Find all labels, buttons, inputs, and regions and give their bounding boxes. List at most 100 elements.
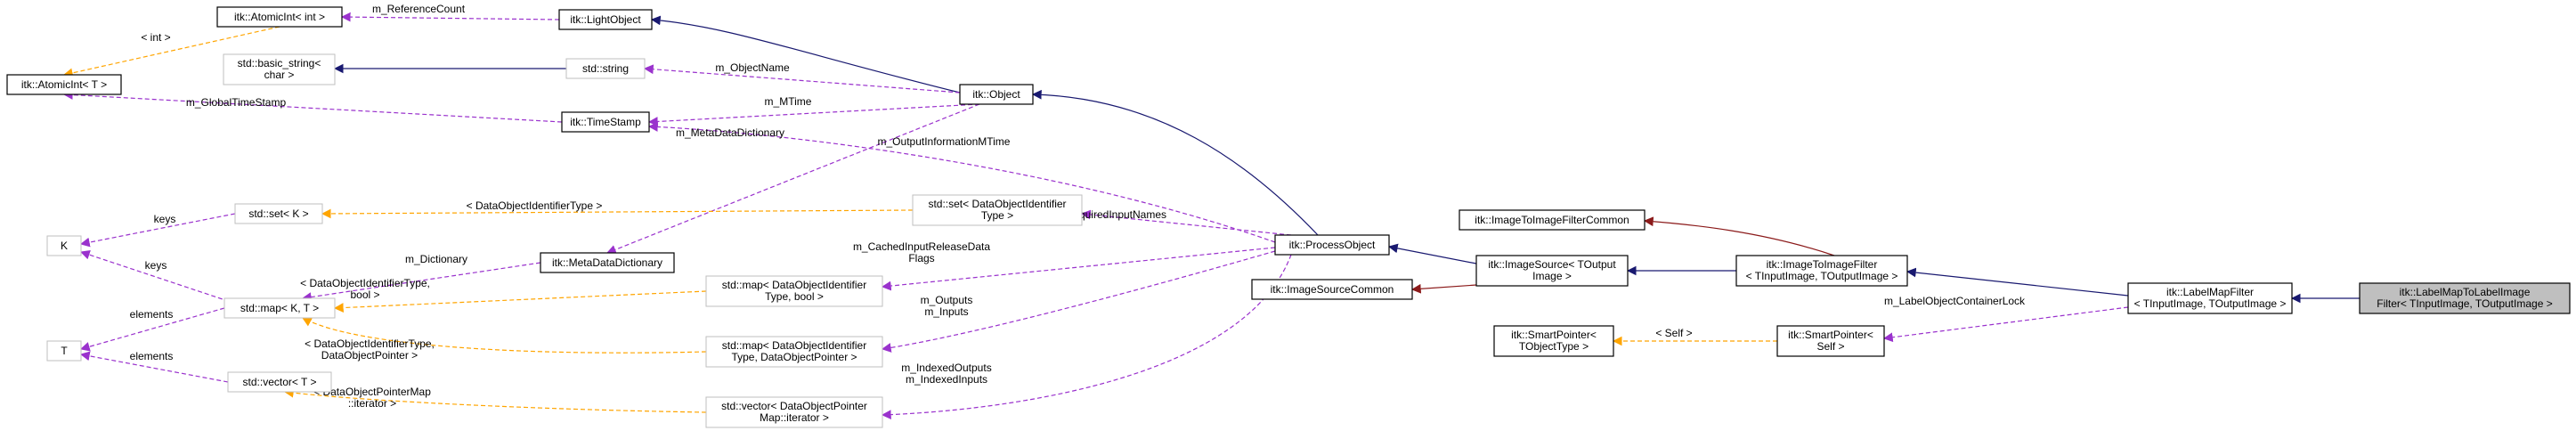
m-meta-data-dictionary-edge: [605, 103, 980, 255]
edge-label-line: m_Inputs: [924, 305, 968, 318]
meta-dict-node[interactable]: itk::MetaDataDictionary: [540, 252, 675, 273]
label-map-filter-node[interactable]: itk::LabelMapFilter< TInputImage, TOutpu…: [2127, 282, 2293, 314]
edge-line: [79, 351, 229, 383]
m-outputs-inputs-edge: [881, 250, 1276, 353]
node-box: [705, 275, 883, 307]
node-label-line: itk::SmartPointer<: [1511, 329, 1597, 341]
edge-label-line: m_IndexedInputs: [906, 373, 987, 386]
basic-string-node[interactable]: std::basic_string<char >: [223, 53, 336, 85]
m-dictionary-edge: [301, 262, 541, 302]
node-box: [2359, 282, 2571, 314]
node-box: [1776, 325, 1885, 357]
node-box: [46, 235, 82, 256]
edge-line: [321, 208, 914, 219]
edge-label-line: < DataObjectIdentifierType,: [305, 337, 435, 350]
edge-line: [333, 290, 707, 313]
m-output-information-mtime-label: m_OutputInformationMTime: [878, 135, 1011, 148]
node-label-line: Self >: [1816, 340, 1844, 353]
edge-line: [1882, 306, 2129, 343]
edge-label-line: < DataObjectIdentifierType,: [300, 277, 430, 289]
edge-label-line: m_LabelObjectContainerLock: [1884, 295, 2026, 307]
edge-line: [1387, 243, 1477, 264]
edge-line: [650, 15, 961, 93]
doi-ptr-arg-label: < DataObjectIdentifierType,DataObjectPoi…: [305, 337, 435, 362]
node-label-line: Image >: [1532, 270, 1572, 282]
dop-map-iter-arg-edge: [283, 387, 707, 413]
k-node[interactable]: K: [46, 235, 82, 256]
edge-line: [302, 317, 707, 354]
std-map-node[interactable]: std::map< K, T >: [223, 297, 336, 319]
doi-type-arg-edge: [321, 208, 914, 219]
node-label: itk::TimeStamp: [570, 116, 641, 128]
edge-line: [647, 122, 1276, 243]
node-label: itk::AtomicInt< int >: [234, 11, 325, 23]
node-label: itk::ImageSourceCommon: [1271, 283, 1394, 296]
std-set-k-node[interactable]: std::set< K >: [234, 203, 323, 224]
iif-node[interactable]: itk::ImageToImageFilter< TInputImage, TO…: [1735, 255, 1908, 287]
node-box: [223, 297, 336, 319]
node-label: std::string: [582, 62, 629, 75]
is-common-node[interactable]: itk::ImageSourceCommon: [1251, 279, 1413, 300]
self-arg-label: < Self >: [1655, 327, 1692, 339]
node-label-line: itk::LabelMapFilter: [2166, 286, 2254, 298]
node-box: [705, 336, 883, 368]
m-object-name-label: m_ObjectName: [715, 61, 790, 74]
m-output-information-mtime-edge: [647, 122, 1276, 243]
edge-line: [301, 262, 541, 302]
edge-line: [1410, 283, 1477, 294]
node-box: [959, 84, 1034, 105]
edge-label-line: ::iterator >: [348, 397, 396, 410]
sp-self-node[interactable]: itk::SmartPointer<Self >: [1776, 325, 1885, 357]
node-label-line: itk::Object: [972, 88, 1020, 101]
atomic-int-t-node[interactable]: itk::AtomicInt< T >: [6, 74, 122, 95]
edge-label-line: m_MetaDataDictionary: [676, 126, 784, 139]
edge-label-line: m_OutputInformationMTime: [878, 135, 1011, 148]
edge-line: [1906, 267, 2129, 297]
inheritance-edge-3: [1387, 243, 1477, 264]
node-label: itk::LightObject: [570, 13, 641, 26]
std-string-node[interactable]: std::string: [565, 58, 646, 79]
elements-map-label: elements: [130, 308, 174, 321]
inheritance-edge-5: [650, 15, 961, 93]
keys-map-label: keys: [145, 259, 167, 272]
std-vector-t-node[interactable]: std::vector< T >: [227, 371, 332, 393]
int-arg-label: < int >: [141, 31, 170, 44]
atomic-int-int-node[interactable]: itk::AtomicInt< int >: [216, 6, 343, 28]
edge-line: [1031, 89, 1319, 236]
edge-line: [647, 103, 980, 126]
m-dictionary-label: m_Dictionary: [405, 253, 467, 265]
edge-label-line: m_Outputs: [921, 294, 973, 306]
node-label-line: std::vector< T >: [243, 376, 317, 388]
edge-label-line: keys: [154, 213, 176, 225]
doi-ptr-arg-edge: [302, 317, 707, 354]
itk-object-node[interactable]: itk::Object: [959, 84, 1034, 105]
node-label-line: < TInputImage, TOutputImage >: [1746, 270, 1898, 282]
iif-common-node[interactable]: itk::ImageToImageFilterCommon: [1459, 209, 1646, 231]
node-box: [1459, 209, 1646, 231]
edge-label-line: keys: [145, 259, 167, 272]
t-node[interactable]: T: [46, 340, 82, 362]
doi-bool-arg-edge: [333, 290, 707, 313]
node-box: [1735, 255, 1908, 287]
time-stamp-node[interactable]: itk::TimeStamp: [561, 111, 650, 133]
light-object-node[interactable]: itk::LightObject: [558, 9, 653, 30]
node-label-line: itk::ImageToImageFilter: [1767, 258, 1878, 271]
m-required-input-names-edge: [1080, 209, 1292, 236]
sp-tobject-node[interactable]: itk::SmartPointer<TObjectType >: [1493, 325, 1614, 357]
doi-type-arg-label: < DataObjectIdentifierType >: [467, 199, 603, 212]
node-box: [2127, 282, 2293, 314]
edge-line: [605, 103, 980, 255]
process-object-node[interactable]: itk::ProcessObject: [1274, 234, 1390, 256]
node-label-line: std::map< DataObjectIdentifier: [722, 339, 866, 352]
node-box: [565, 58, 646, 79]
edge-label-line: m_MTime: [765, 95, 812, 108]
